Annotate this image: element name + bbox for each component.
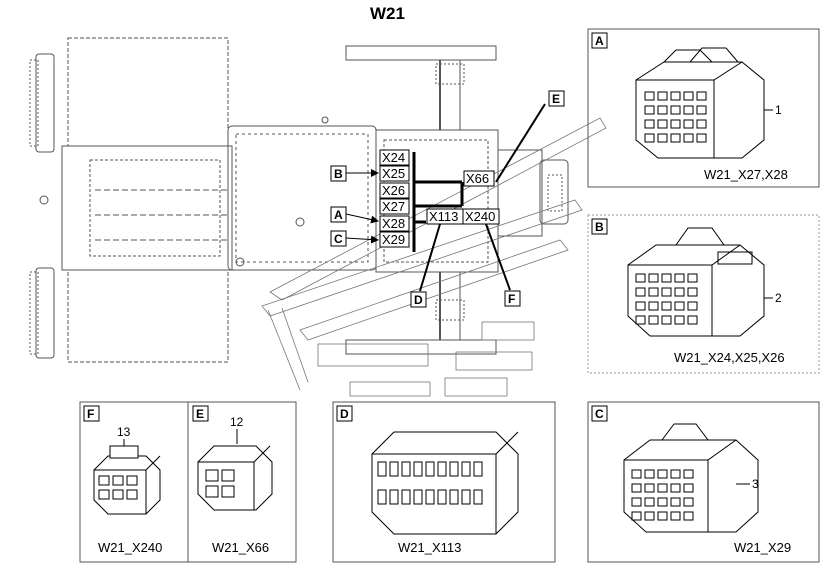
connector-x66-label: X66 — [463, 170, 495, 187]
detail-panel-f: F 13 W21_X240 — [83, 405, 162, 555]
svg-text:W21_X240: W21_X240 — [98, 540, 162, 555]
connector-x113-label: X113 — [426, 208, 464, 225]
svg-text:1: 1 — [775, 103, 782, 117]
svg-text:E: E — [552, 92, 560, 106]
detail-panel-a: A 1 W21_X27,X28 — [587, 28, 820, 188]
callout-c: C — [330, 230, 379, 247]
svg-text:X25: X25 — [382, 166, 405, 181]
svg-text:C: C — [595, 407, 604, 421]
connector-x240-label: X240 — [462, 208, 500, 225]
svg-text:13: 13 — [117, 425, 131, 439]
svg-text:12: 12 — [230, 415, 244, 429]
svg-text:B: B — [595, 220, 604, 234]
svg-text:F: F — [508, 292, 515, 306]
detail-panel-e: E 12 W21_X66 — [192, 405, 273, 555]
connector-d-drawing — [371, 431, 519, 535]
svg-text:X66: X66 — [466, 171, 489, 186]
callout-tags: B A C E D F — [330, 90, 565, 308]
callout-b: B — [330, 165, 379, 182]
callout-e: E — [548, 90, 565, 107]
connector-x26-label: X26 — [379, 182, 410, 199]
detail-panel-c: C 3 W21_X29 — [587, 401, 820, 563]
svg-text:W21_X66: W21_X66 — [212, 540, 269, 555]
svg-text:A: A — [334, 208, 343, 222]
detail-panel-d: D 5 W21_X113 — [332, 401, 556, 563]
callout-d: D — [410, 223, 441, 308]
connector-b-drawing — [627, 227, 765, 337]
svg-text:D: D — [414, 293, 423, 307]
detail-panel-fe — [79, 401, 297, 563]
svg-text:W21_X29: W21_X29 — [734, 540, 791, 555]
connector-x24-label: X24 — [379, 149, 410, 166]
machine-outline — [29, 37, 569, 363]
svg-text:A: A — [595, 34, 604, 48]
svg-text:W21_X27,X28: W21_X27,X28 — [704, 167, 788, 182]
svg-text:2: 2 — [775, 291, 782, 305]
detail-panel-b: B 2 W21_X24,X25,X26 — [587, 214, 820, 374]
svg-text:W21_X24,X25,X26: W21_X24,X25,X26 — [674, 350, 785, 365]
svg-text:X24: X24 — [382, 150, 405, 165]
svg-text:X28: X28 — [382, 216, 405, 231]
connector-f-drawing — [93, 445, 161, 515]
svg-text:B: B — [334, 167, 343, 181]
svg-text:X240: X240 — [465, 209, 495, 224]
connector-x27-label: X27 — [379, 198, 410, 215]
svg-text:F: F — [87, 407, 94, 421]
connector-c-drawing — [623, 423, 759, 533]
svg-text:X113: X113 — [429, 209, 458, 224]
callout-f: F — [485, 223, 521, 307]
connector-x25-label: X25 — [379, 165, 410, 182]
harness-lines — [412, 103, 546, 252]
connector-e-drawing — [197, 445, 273, 511]
svg-text:E: E — [196, 407, 204, 421]
connector-labels: X24 X25 X26 X27 X28 X29 X66 X113 — [379, 149, 500, 248]
svg-text:X27: X27 — [382, 199, 405, 214]
callout-a: A — [330, 206, 379, 224]
svg-text:X29: X29 — [382, 232, 405, 247]
svg-text:X26: X26 — [382, 183, 405, 198]
connector-a-drawing — [635, 47, 765, 159]
diagram-title: W21 — [370, 4, 405, 23]
svg-text:D: D — [340, 407, 349, 421]
svg-text:3: 3 — [752, 477, 759, 491]
svg-text:C: C — [334, 232, 343, 246]
connector-x28-label: X28 — [379, 215, 410, 232]
connector-x29-label: X29 — [379, 231, 410, 248]
svg-text:W21_X113: W21_X113 — [398, 540, 461, 555]
